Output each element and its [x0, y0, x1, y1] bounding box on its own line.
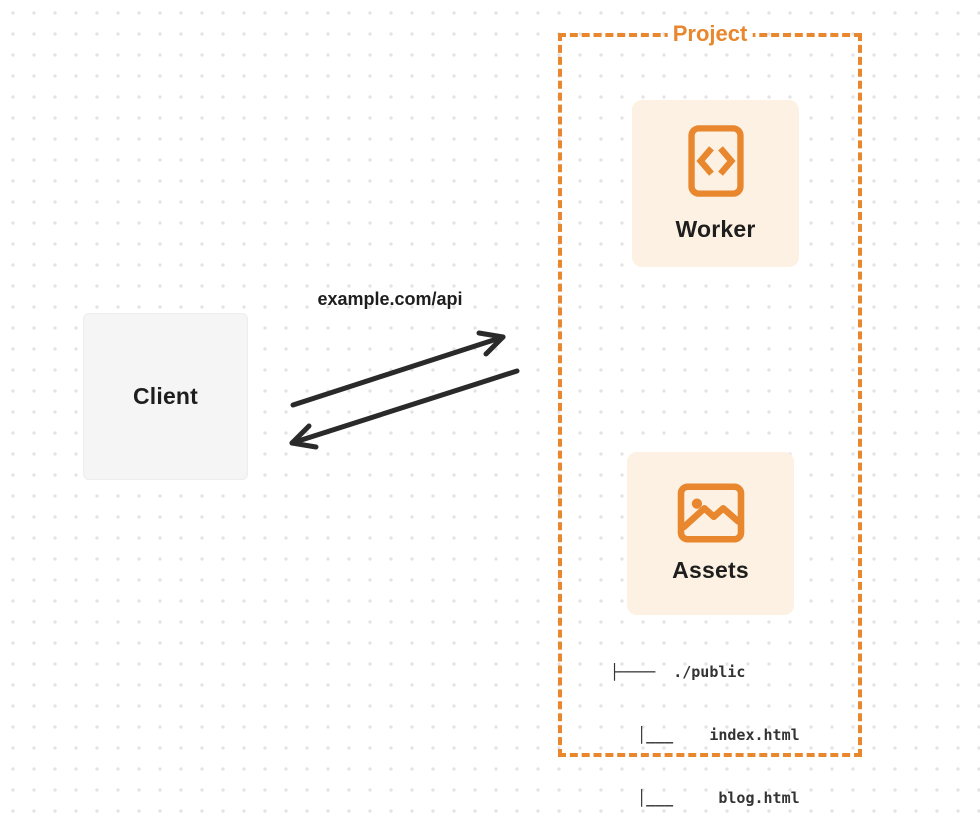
client-node: Client — [83, 313, 248, 480]
code-file-icon — [687, 125, 744, 197]
project-label: Project — [667, 21, 753, 47]
worker-node: Worker — [632, 100, 799, 267]
file-tree-line-index: │___ index.html — [610, 726, 800, 744]
file-tree-line-blog: │___ blog.html — [610, 789, 800, 807]
project-boundary: Project Worker Assets ├─── — [558, 21, 862, 807]
request-arrowhead — [476, 330, 506, 357]
image-icon — [677, 483, 744, 543]
assets-file-tree: ├──── ./public │___ index.html │___ blog… — [610, 620, 800, 818]
worker-label: Worker — [675, 216, 756, 242]
file-tree-line-public: ├──── ./public — [610, 663, 746, 681]
assets-node: Assets — [627, 452, 794, 615]
request-url-label: example.com/api — [317, 289, 463, 309]
client-label: Client — [132, 383, 199, 409]
response-arrow-line — [289, 368, 520, 446]
response-arrowhead — [289, 423, 319, 450]
assets-label: Assets — [672, 557, 749, 583]
request-arrow-line — [290, 334, 506, 408]
